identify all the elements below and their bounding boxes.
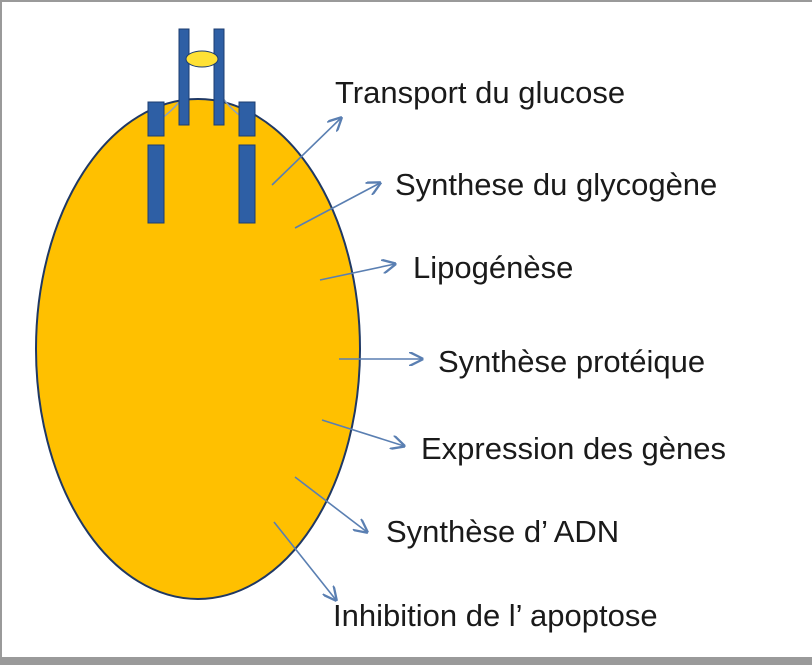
arrow-apoptose (273, 521, 336, 600)
receptor-beta-left-inner (147, 144, 165, 224)
label-synthese-glycogene: Synthese du glycogène (395, 167, 717, 202)
arrow-adn (294, 476, 367, 532)
receptor-beta-left-outer (147, 101, 165, 137)
insulin-ligand (185, 50, 219, 68)
effect-arrows (271, 118, 422, 600)
receptor-alpha-right (213, 28, 225, 126)
effect-labels: Transport du glucose Synthese du glycogè… (333, 75, 726, 633)
arrow-glycogene (294, 183, 380, 229)
label-synthese-adn: Synthèse d’ ADN (386, 514, 619, 549)
insulin-receptor (147, 28, 256, 224)
receptor-beta-right-inner (238, 144, 256, 224)
label-transport-glucose: Transport du glucose (335, 75, 625, 110)
label-inhibition-apoptose: Inhibition de l’ apoptose (333, 598, 658, 633)
label-expression-genes: Expression des gènes (421, 431, 726, 466)
cell-body (35, 98, 361, 600)
arrow-lipogenese (319, 264, 395, 281)
arrow-transport (271, 118, 341, 186)
arrow-expression (321, 419, 404, 446)
label-synthese-proteique: Synthèse protéique (438, 344, 705, 379)
label-lipogenese: Lipogénèse (413, 250, 573, 285)
receptor-beta-right-outer (238, 101, 256, 137)
receptor-alpha-left (178, 28, 190, 126)
